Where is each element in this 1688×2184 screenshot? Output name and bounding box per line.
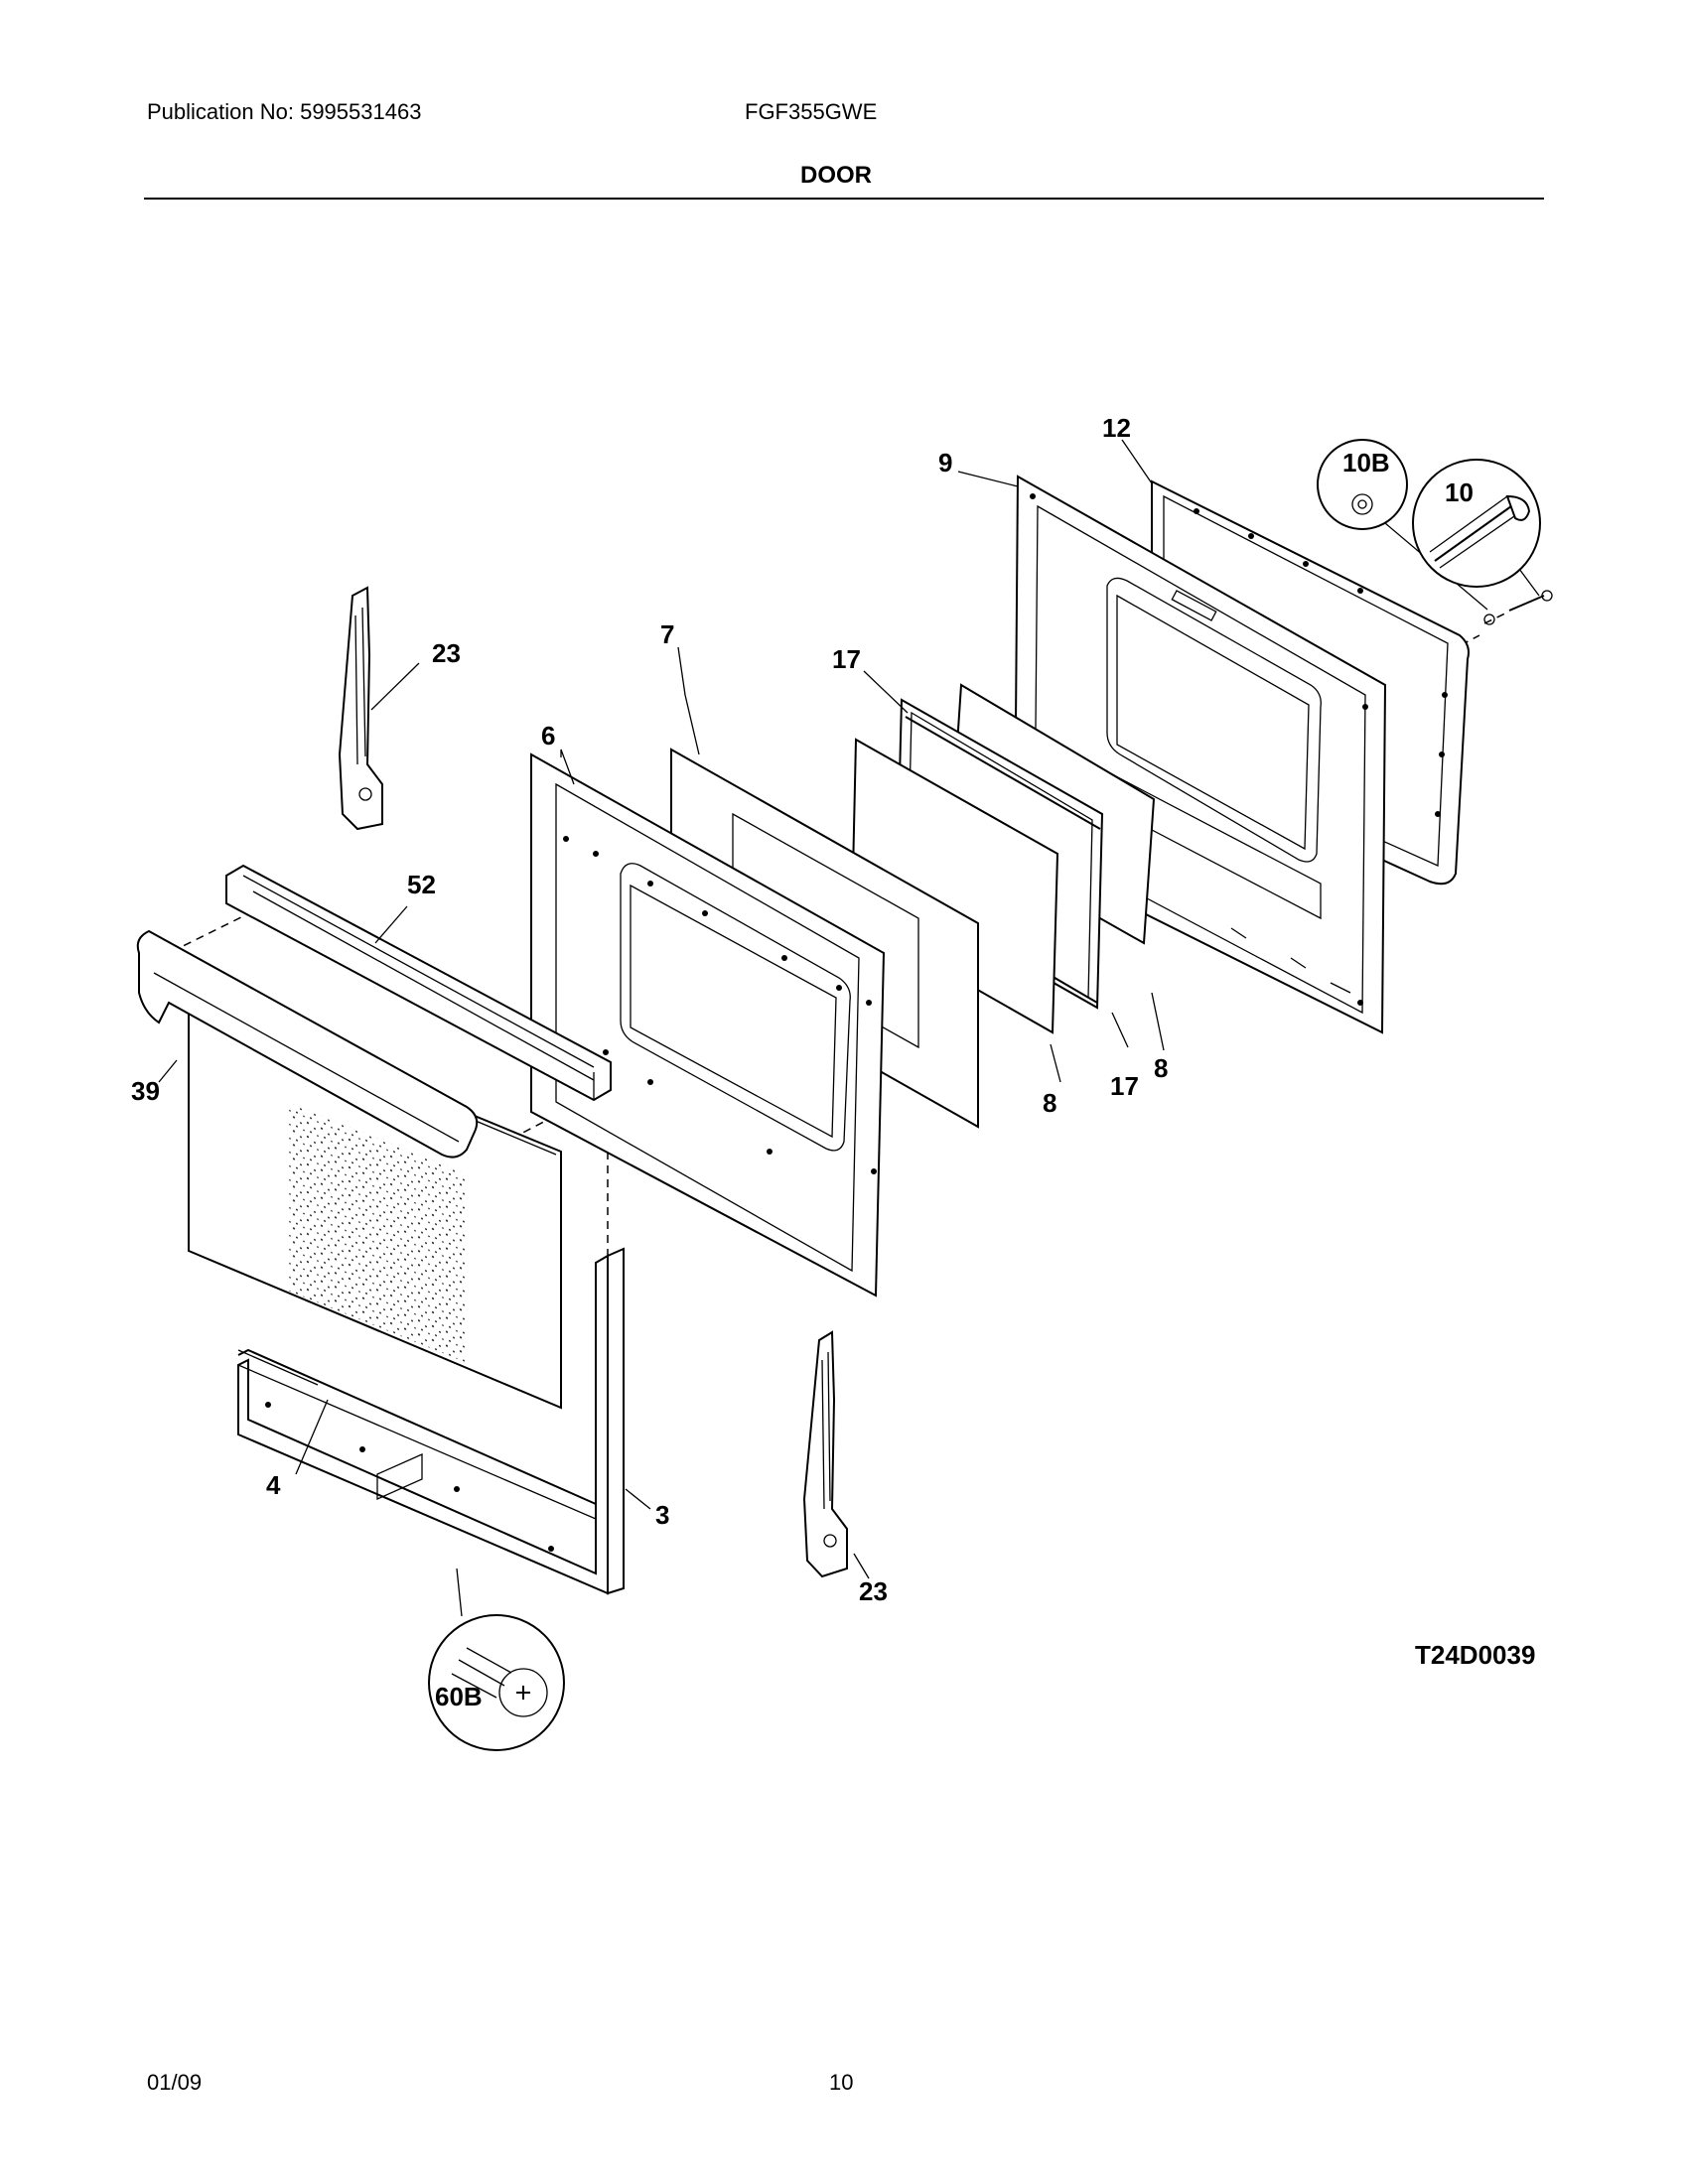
door-inner-panel-6 <box>530 752 886 1297</box>
callout-17-upper: 17 <box>832 644 861 674</box>
outer-door-panel-3 <box>188 996 625 1595</box>
model-number: FGF355GWE <box>745 99 878 124</box>
callout-12: 12 <box>1102 413 1131 443</box>
callout-8-right: 8 <box>1154 1053 1168 1083</box>
leader-lines <box>158 439 1165 1579</box>
callout-4: 4 <box>266 1470 281 1500</box>
footer-date: 01/09 <box>147 2070 203 2095</box>
publication-number: Publication No: 5995531463 <box>147 99 422 124</box>
callout-3: 3 <box>655 1500 669 1530</box>
callout-23-lower: 23 <box>859 1576 888 1606</box>
detail-circle-10b <box>1317 439 1488 611</box>
callout-8-left: 8 <box>1043 1088 1056 1118</box>
hinge-23-upper <box>338 586 383 831</box>
callout-6: 6 <box>541 721 555 751</box>
door-handle-39 <box>136 929 479 1159</box>
section-title: DOOR <box>800 162 872 189</box>
callout-9: 9 <box>938 448 952 478</box>
detail-circle-60b <box>428 1568 565 1751</box>
callout-52: 52 <box>407 870 436 899</box>
callout-10: 10 <box>1445 478 1474 507</box>
lower-trim-4 <box>237 1348 597 1505</box>
diagram-code: T24D0039 <box>1415 1640 1536 1670</box>
bolt-10 <box>1483 590 1553 625</box>
footer-page-number: 10 <box>829 2070 854 2095</box>
top-trim-52 <box>225 864 612 1102</box>
detail-circle-10 <box>1412 459 1541 597</box>
callout-23-upper: 23 <box>432 638 461 668</box>
callout-labels: 23 6 7 17 9 12 10B 10 8 8 17 52 39 4 3 2… <box>131 413 1474 1711</box>
callout-60b: 60B <box>435 1682 483 1711</box>
callout-39: 39 <box>131 1076 160 1106</box>
callout-7: 7 <box>660 619 674 649</box>
callout-17-lower: 17 <box>1110 1071 1139 1101</box>
header-rule <box>144 198 1544 200</box>
callout-10b: 10B <box>1342 448 1390 478</box>
hinge-23-lower <box>802 1330 848 1578</box>
